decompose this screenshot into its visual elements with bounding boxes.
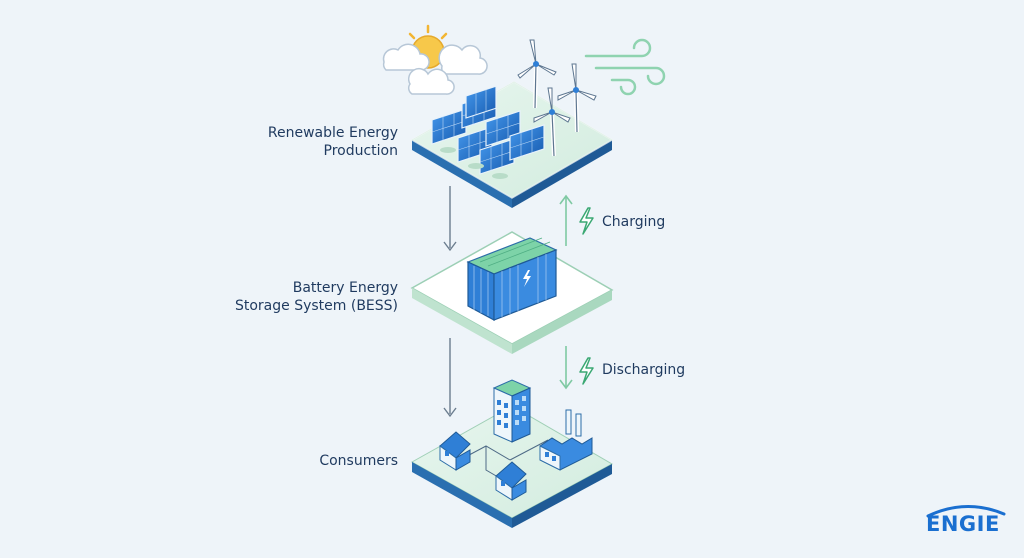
wind-turbine-icon (517, 39, 597, 157)
office-building-icon (492, 379, 532, 443)
battery-container-icon (466, 237, 558, 322)
label-storage-line2: Storage System (BESS) (234, 298, 398, 314)
solar-panel-icon (431, 85, 545, 179)
arrow-discharging (559, 346, 573, 390)
house-icon (495, 461, 527, 501)
wind-icon (584, 38, 666, 96)
arrow-production-to-storage (443, 186, 457, 252)
label-storage: Battery Energy Storage System (BESS) (208, 279, 398, 315)
label-storage-line1: Battery Energy (292, 280, 398, 296)
engie-logo: ENGIE (926, 512, 1000, 536)
label-consumers-line1: Consumers (319, 453, 398, 469)
house-icon (439, 431, 471, 471)
label-production-line1: Renewable Energy (267, 125, 398, 141)
factory-icon (539, 409, 593, 471)
cloud-icon (382, 43, 488, 95)
label-production: Renewable Energy Production (236, 124, 398, 160)
lightning-icon (579, 357, 594, 385)
label-consumers: Consumers (256, 452, 398, 470)
label-charging: Charging (602, 214, 666, 230)
arrow-storage-to-consumers (443, 338, 457, 418)
arrow-charging (559, 194, 573, 246)
label-discharging: Discharging (602, 362, 686, 378)
engie-logo-arc (926, 504, 1006, 518)
lightning-icon (579, 207, 594, 235)
label-production-line2: Production (323, 143, 398, 159)
